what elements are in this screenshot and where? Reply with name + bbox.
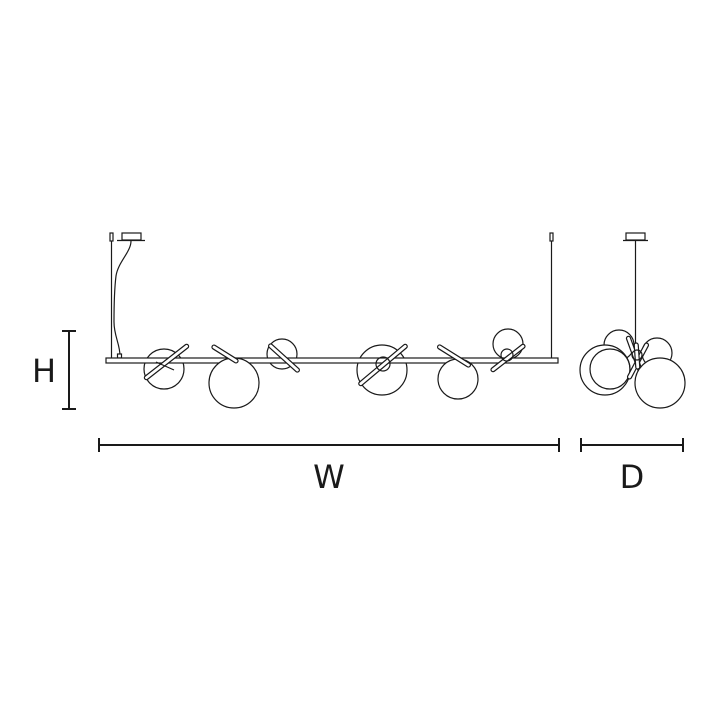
wire-anchor-right (549, 232, 554, 242)
ceiling-canopy (117, 232, 145, 242)
height-dimension-line (62, 330, 76, 410)
globe (579, 344, 631, 396)
globe (437, 358, 479, 400)
globe (589, 348, 631, 390)
arm-rods-side (625, 335, 650, 383)
ceiling-canopy-side (623, 232, 648, 242)
cable-connector (116, 353, 123, 359)
wire-anchor-left (109, 232, 114, 242)
globe (492, 328, 524, 360)
horizontal-bar (105, 357, 559, 364)
depth-label: D (619, 458, 645, 496)
height-label: H (31, 352, 57, 390)
width-dimension-line (98, 438, 560, 452)
front-view (105, 232, 559, 409)
globe (208, 357, 260, 409)
width-label: W (313, 458, 345, 496)
arm-rods (143, 343, 526, 387)
side-view (579, 232, 686, 409)
power-cable (113, 240, 132, 357)
depth-dimension-line (580, 438, 684, 452)
globe (634, 357, 686, 409)
